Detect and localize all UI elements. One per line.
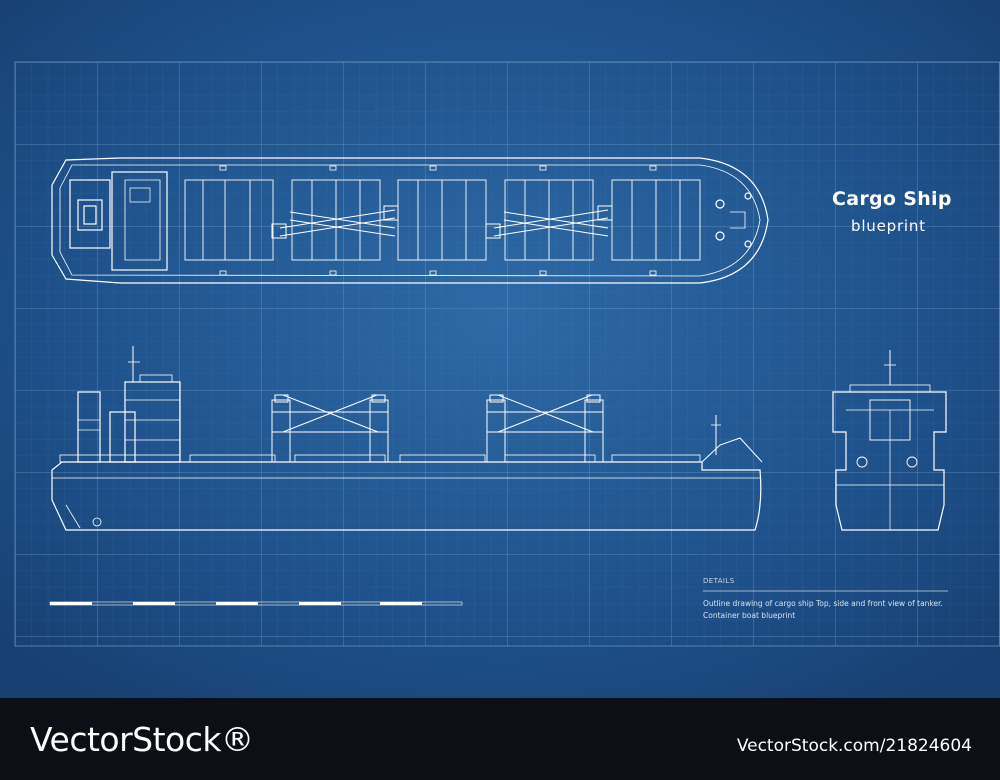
scale-bar <box>49 601 463 606</box>
blueprint-sheet: Cargo Ship blueprint DETAILS Outline dra… <box>0 0 1000 698</box>
side-view-ship <box>51 346 763 531</box>
vectorstock-logo: VectorStock® <box>30 720 254 759</box>
details-label: DETAILS <box>703 577 735 585</box>
major-grid <box>15 62 1000 646</box>
top-view-ship <box>51 157 769 284</box>
page-title: Cargo Ship <box>832 188 952 210</box>
page-subtitle: blueprint <box>851 217 926 235</box>
details-text: Outline drawing of cargo ship Top, side … <box>703 599 943 620</box>
footer-bar <box>0 698 1000 780</box>
blueprint-canvas <box>0 0 1000 698</box>
front-view-ship <box>832 350 947 531</box>
stock-id: VectorStock.com/21824604 <box>736 736 972 756</box>
